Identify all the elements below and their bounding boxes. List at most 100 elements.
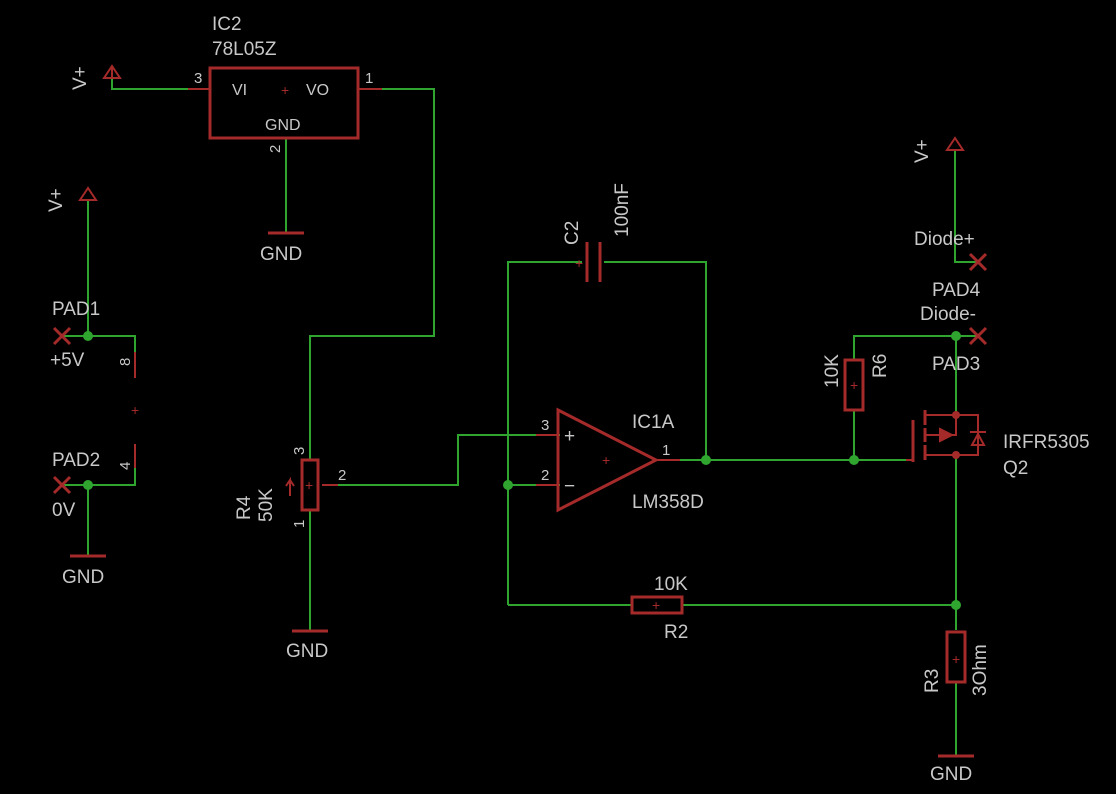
ic1a-name: IC1A xyxy=(632,412,675,433)
ic2-body xyxy=(208,66,360,140)
q2-value: IRFR5305 xyxy=(1003,432,1090,453)
r4-pin2-number: 2 xyxy=(338,467,346,484)
r3-resistor[interactable]: R3 3Ohm + xyxy=(922,630,991,696)
junction-pad3 xyxy=(951,331,961,341)
pad4-value: Diode+ xyxy=(914,229,975,250)
ic1b-origin-mark: + xyxy=(131,402,139,418)
pad2-x-mark xyxy=(52,475,72,495)
junctions xyxy=(83,331,961,610)
pad4-name: PAD4 xyxy=(932,280,981,301)
ic2-pin3-number: 3 xyxy=(194,70,202,87)
ic1b-pin8-number: 8 xyxy=(117,358,134,366)
r6-origin-mark: + xyxy=(850,377,858,393)
pad2-name: PAD2 xyxy=(52,450,100,471)
ic2-regulator[interactable]: IC2 78L05Z VI VO GND 3 1 2 + xyxy=(188,14,382,153)
wire-ic2-vo-r4 xyxy=(309,88,435,460)
gnd-label: GND xyxy=(260,244,302,265)
vplus-symbol-pad1: V+ xyxy=(46,186,98,212)
gnd-symbol-r4: GND xyxy=(286,629,328,662)
ic1a-opamp[interactable]: + − 3 2 1 IC1A LM358D + xyxy=(536,407,704,513)
pad1-value: +5V xyxy=(50,350,85,371)
r6-value: 10K xyxy=(822,354,843,388)
r2-body xyxy=(630,595,684,615)
q2-mosfet[interactable]: IRFR5305 Q2 + xyxy=(906,410,1090,479)
r4-pin3-number: 3 xyxy=(291,447,308,455)
pad2-value: 0V xyxy=(52,500,76,521)
gnd-label: GND xyxy=(930,764,972,785)
r3-name: R3 xyxy=(922,669,943,693)
gnd-label: GND xyxy=(62,567,104,588)
vplus-arrow xyxy=(945,136,965,151)
vplus-label: V+ xyxy=(912,139,933,163)
wire-r4-wiper-opamp xyxy=(322,434,560,486)
r6-resistor[interactable]: 10K R6 + xyxy=(822,354,891,412)
ic1a-pin1-number: 1 xyxy=(662,442,670,459)
c2-origin-mark: + xyxy=(575,255,583,271)
pad1[interactable]: PAD1 +5V xyxy=(50,299,100,371)
q2-name: Q2 xyxy=(1003,458,1028,479)
q2-source-dot xyxy=(952,411,960,419)
c2-capacitor[interactable]: C2 100nF + xyxy=(562,183,633,282)
c2-name: C2 xyxy=(562,221,583,245)
wire-r6-top xyxy=(853,335,956,360)
c2-value: 100nF xyxy=(612,183,633,237)
r4-body xyxy=(300,458,320,512)
r4-name: R4 xyxy=(234,495,255,520)
wire-c2-right xyxy=(604,261,707,460)
pad4[interactable]: Diode+ PAD4 xyxy=(914,229,988,301)
q2-drain-dot xyxy=(952,451,960,459)
vplus-symbol-pad4: V+ xyxy=(912,136,965,163)
junction-opamp-out xyxy=(701,455,711,465)
gnd-label: GND xyxy=(286,641,328,662)
r2-origin-mark: + xyxy=(652,597,660,613)
junction-pad1 xyxy=(83,331,93,341)
junction-gate xyxy=(849,455,859,465)
pad2[interactable]: PAD2 0V xyxy=(52,450,100,521)
q2-diode-lead xyxy=(956,414,979,456)
pad1-name: PAD1 xyxy=(52,299,100,320)
junction-r2-r3 xyxy=(951,600,961,610)
ic2-pin-gnd-label: GND xyxy=(265,117,301,134)
ic2-pin-vi-label: VI xyxy=(232,82,247,99)
ic1a-body xyxy=(556,407,660,513)
r2-value: 10K xyxy=(654,574,688,595)
q2-diode-triangle xyxy=(970,431,986,446)
r4-origin-mark: + xyxy=(305,477,313,493)
r4-potentiometer[interactable]: 3 2 1 R4 50K + xyxy=(234,447,346,528)
ic1a-origin-mark: + xyxy=(602,452,610,468)
wire-vplus-pad4 xyxy=(954,150,978,263)
q2-body-lead xyxy=(925,415,957,436)
r4-wiper-arrow xyxy=(285,476,295,496)
r6-name: R6 xyxy=(870,354,891,378)
q2-body-arrow xyxy=(939,427,955,443)
ic1a-pin2-number: 2 xyxy=(541,467,549,484)
r4-value: 50K xyxy=(256,488,277,522)
junction-pad2 xyxy=(83,480,93,490)
wire-c2-left xyxy=(507,261,582,605)
ic1a-minus-sign: − xyxy=(564,476,575,497)
gnd-symbol-pad2: GND xyxy=(62,554,106,588)
pad3[interactable]: Diode- PAD3 xyxy=(920,304,988,375)
r3-origin-mark: + xyxy=(952,651,960,667)
r2-resistor[interactable]: 10K R2 + xyxy=(630,574,688,643)
ic1a-pin3-number: 3 xyxy=(541,417,549,434)
pad4-x-mark xyxy=(968,252,988,272)
ic2-value: 78L05Z xyxy=(212,39,277,60)
gnd-symbol-r3: GND xyxy=(930,754,974,785)
wires xyxy=(62,78,978,755)
ic2-name: IC2 xyxy=(212,14,242,35)
ic1b-power[interactable]: 8 4 + xyxy=(117,352,139,470)
r6-body xyxy=(843,358,865,412)
q2-origin-mark: + xyxy=(938,427,946,443)
wire-vplus-ic2-vi xyxy=(111,78,210,90)
junction-opamp-minus xyxy=(503,480,513,490)
ic2-origin-mark: + xyxy=(281,82,289,98)
ic1a-plus-sign: + xyxy=(564,426,575,447)
vplus-arrow xyxy=(78,186,98,201)
r2-name: R2 xyxy=(664,622,688,643)
vplus-symbol-ic2: V+ xyxy=(70,64,122,90)
pad3-value: Diode- xyxy=(920,304,976,325)
pad3-name: PAD3 xyxy=(932,354,980,375)
r3-value: 3Ohm xyxy=(970,644,991,696)
